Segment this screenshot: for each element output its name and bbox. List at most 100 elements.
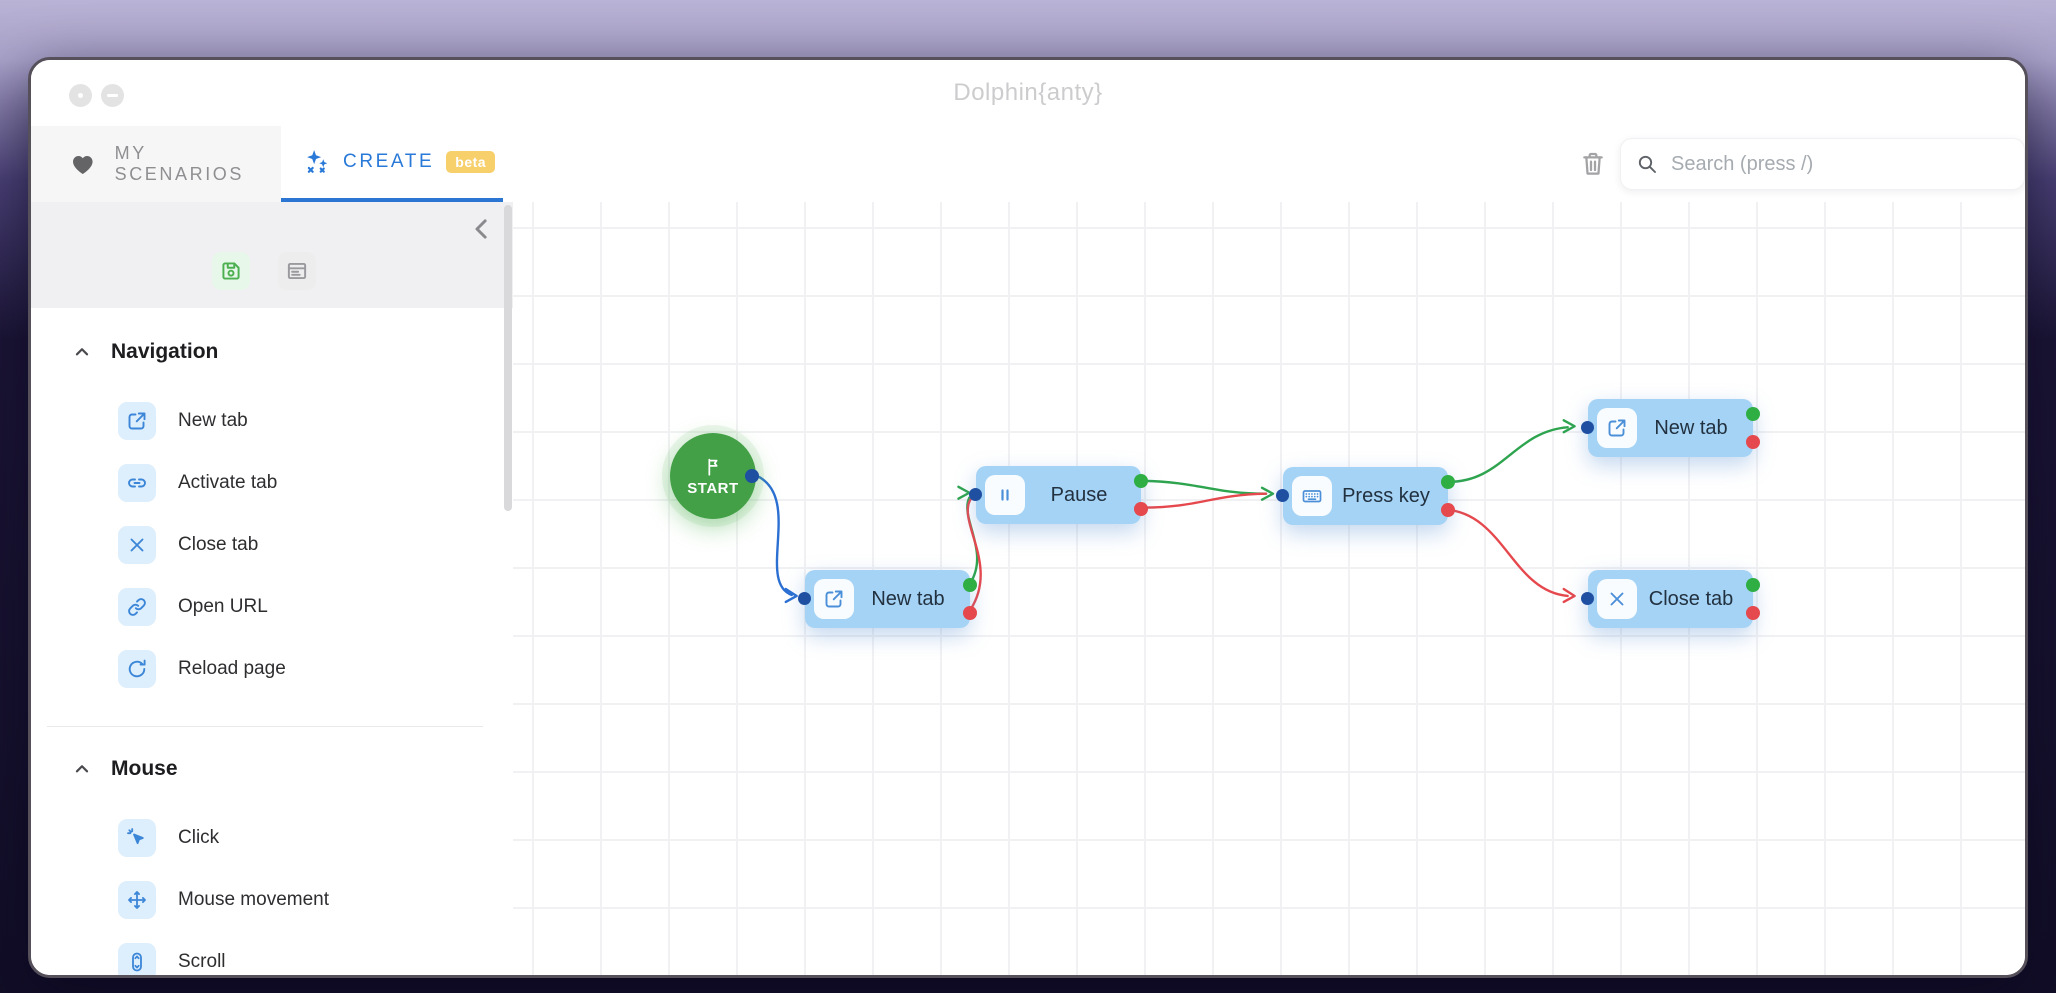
heart-icon — [73, 155, 93, 175]
back-button[interactable] — [69, 84, 92, 107]
output-port-error[interactable] — [1746, 606, 1760, 620]
sidebar-item-click[interactable]: Click — [31, 807, 499, 869]
edge-pause-error-to-press-key[interactable] — [1139, 486, 1275, 509]
pause-icon — [985, 475, 1025, 515]
log-button[interactable] — [278, 252, 316, 290]
tab-my-scenarios-label: MY SCENARIOS — [114, 143, 245, 184]
node-label: START — [687, 479, 739, 497]
input-port[interactable] — [1581, 421, 1594, 434]
output-port-success[interactable] — [963, 578, 977, 592]
flow-node-new-tab-1[interactable]: New tab — [798, 570, 977, 628]
output-port-error[interactable] — [1441, 503, 1455, 517]
edge-pause-success-to-press-key[interactable] — [1139, 479, 1268, 495]
close-tab-icon — [118, 526, 156, 564]
action-sections: Navigation New tab Activate tab Close ta… — [31, 308, 499, 975]
sidebar-item-label: Scroll — [178, 951, 226, 972]
sidebar-item-label: Reload page — [178, 658, 286, 679]
scroll-icon — [118, 943, 156, 975]
sidebar-item-label: Open URL — [178, 596, 268, 617]
sidebar-item-mouse-movement[interactable]: Mouse movement — [31, 869, 499, 931]
section-divider — [47, 726, 483, 727]
node-label: Pause — [1050, 483, 1108, 506]
edge-press-key-success-to-new-tab-2[interactable] — [1444, 419, 1576, 484]
output-port-success[interactable] — [1441, 475, 1455, 489]
sidebar-item-label: Click — [178, 827, 220, 848]
node-label: Close tab — [1648, 587, 1734, 610]
input-port[interactable] — [969, 488, 982, 501]
flow-node-new-tab-2[interactable]: New tab — [1581, 399, 1760, 457]
section-mouse-header[interactable]: Mouse — [31, 753, 499, 785]
node-label: Press key — [1342, 484, 1430, 507]
tab-create[interactable]: CREATE beta — [281, 126, 503, 202]
flow-canvas[interactable]: START New tab Pause Press key — [513, 202, 2025, 975]
input-port[interactable] — [798, 592, 811, 605]
minimize-icon — [107, 94, 118, 97]
save-icon — [222, 262, 240, 280]
section-title: Navigation — [111, 340, 219, 363]
sidebar-item-new-tab[interactable]: New tab — [31, 390, 499, 452]
output-port-success[interactable] — [1746, 578, 1760, 592]
input-port[interactable] — [1276, 489, 1289, 502]
close-tab-icon — [1597, 579, 1637, 619]
sidebar-item-label: Mouse movement — [178, 889, 330, 910]
search-input[interactable] — [1669, 151, 2010, 177]
sidebar-scrollbar[interactable] — [504, 205, 512, 511]
new-tab-icon — [1597, 408, 1637, 448]
save-scenario-button[interactable] — [212, 252, 250, 290]
collapse-sidebar-button[interactable] — [467, 214, 497, 244]
caret-up-icon — [75, 765, 89, 773]
caret-up-icon — [75, 348, 89, 356]
flag-icon — [708, 458, 718, 476]
sidebar-item-close-tab[interactable]: Close tab — [31, 514, 499, 576]
beta-badge: beta — [446, 151, 496, 173]
output-port-error[interactable] — [1134, 502, 1148, 516]
new-tab-icon — [814, 579, 854, 619]
reload-page-icon — [118, 650, 156, 688]
delete-button[interactable] — [1577, 148, 1609, 180]
sidebar-item-reload-page[interactable]: Reload page — [31, 638, 499, 700]
sidebar-item-label: Activate tab — [178, 472, 278, 493]
flow-node-pause[interactable]: Pause — [969, 466, 1148, 524]
node-label: New tab — [871, 587, 945, 610]
tab-my-scenarios[interactable]: MY SCENARIOS — [31, 126, 281, 202]
output-port-main[interactable] — [745, 469, 759, 483]
output-port-success[interactable] — [1746, 407, 1760, 421]
node-label: New tab — [1654, 416, 1728, 439]
new-tab-icon — [118, 402, 156, 440]
flow-node-press-key[interactable]: Press key — [1276, 467, 1455, 525]
keyboard-icon — [1292, 476, 1332, 516]
sidebar-item-label: Close tab — [178, 534, 259, 555]
open-url-icon — [118, 588, 156, 626]
trash-icon — [1583, 152, 1603, 175]
minimize-button[interactable] — [101, 84, 124, 107]
edge-start-to-new-tab-1[interactable] — [755, 474, 798, 604]
window-title: Dolphin{anty} — [953, 79, 1103, 106]
output-port-success[interactable] — [1134, 474, 1148, 488]
sidebar-toolbar — [31, 202, 513, 308]
chevron-left-icon — [475, 219, 487, 239]
output-port-error[interactable] — [963, 606, 977, 620]
edge-press-key-error-to-close-tab[interactable] — [1444, 508, 1576, 604]
output-port-error[interactable] — [1746, 435, 1760, 449]
section-navigation-header[interactable]: Navigation — [31, 336, 499, 368]
sidebar-item-scroll[interactable]: Scroll — [31, 931, 499, 975]
activate-tab-icon — [118, 464, 156, 502]
tab-bar: MY SCENARIOS CREATE beta — [31, 126, 2025, 203]
search-icon — [1638, 155, 1656, 173]
section-title: Mouse — [111, 757, 178, 780]
titlebar: Dolphin{anty} — [31, 60, 2025, 127]
flow-node-start[interactable]: START — [670, 433, 759, 519]
sidebar-item-open-url[interactable]: Open URL — [31, 576, 499, 638]
click-icon — [118, 819, 156, 857]
search-box — [1620, 138, 2025, 190]
edges-layer — [755, 419, 1576, 612]
tab-create-label: CREATE — [343, 151, 435, 172]
sidebar-item-activate-tab[interactable]: Activate tab — [31, 452, 499, 514]
sidebar-item-label: New tab — [178, 410, 248, 431]
log-icon — [287, 262, 307, 280]
input-port[interactable] — [1581, 592, 1594, 605]
mouse-movement-icon — [118, 881, 156, 919]
actions-sidebar: Navigation New tab Activate tab Close ta… — [31, 202, 513, 975]
flow-node-close-tab[interactable]: Close tab — [1581, 570, 1760, 628]
app-window: Dolphin{anty} MY SCENARIOS CREATE beta — [28, 57, 2028, 978]
